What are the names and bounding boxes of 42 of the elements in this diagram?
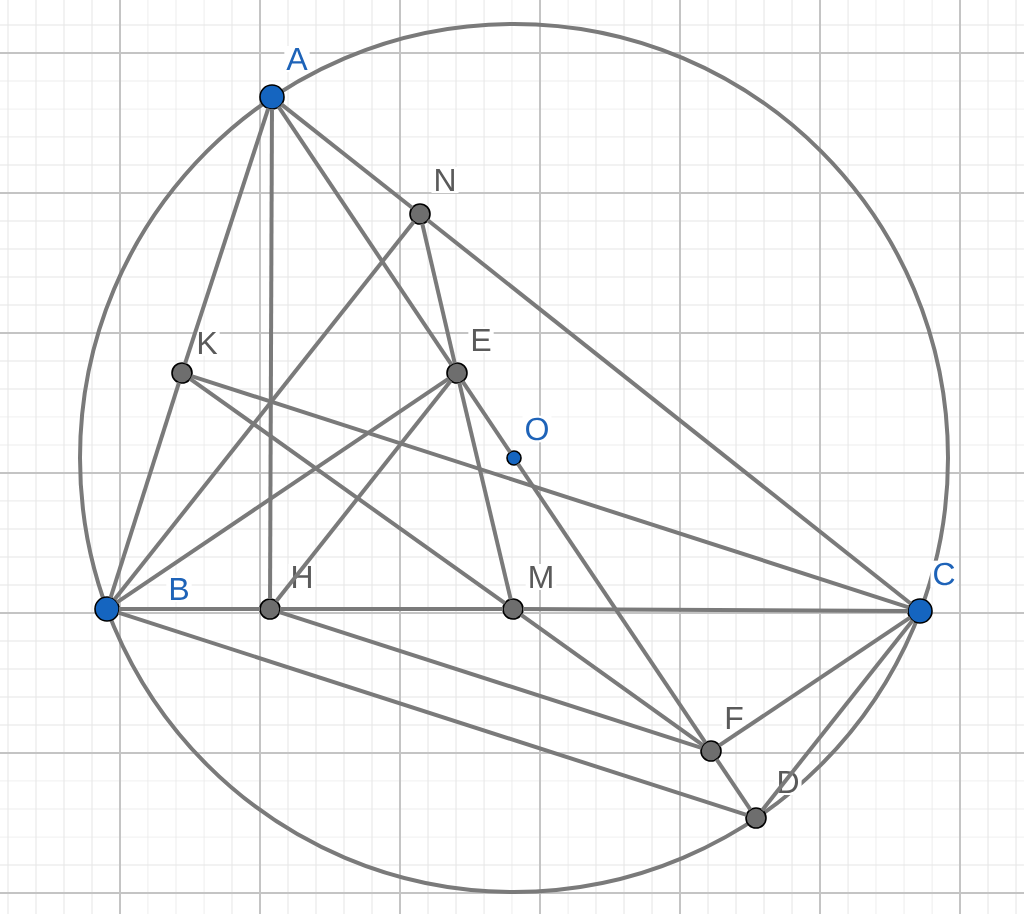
segment [189, 377, 507, 605]
node-label: M [530, 565, 552, 588]
segment [277, 105, 454, 366]
segment [519, 613, 705, 747]
node-label: C [934, 562, 955, 586]
point: B [94, 576, 192, 622]
segment [115, 376, 450, 604]
segment [108, 381, 181, 599]
node-label: E [472, 328, 491, 351]
point: M [502, 564, 557, 620]
segment [457, 382, 513, 600]
segment [268, 109, 274, 599]
point: F [700, 705, 746, 762]
node-label: K [198, 331, 218, 354]
segment [112, 220, 416, 601]
segment [523, 607, 908, 613]
point: O [506, 415, 552, 466]
segment [117, 610, 748, 817]
segment [718, 616, 912, 748]
node-label: N [436, 168, 454, 191]
point: E [446, 327, 494, 384]
segment [278, 610, 703, 750]
segment [280, 607, 503, 611]
segment [274, 379, 453, 603]
point: N [409, 167, 459, 225]
point: K [171, 330, 220, 384]
segment [460, 380, 512, 454]
node-label: O [526, 417, 548, 441]
segment [420, 223, 457, 364]
node-label: B [170, 577, 188, 600]
node-label: A [286, 47, 308, 70]
segment [190, 374, 910, 610]
segment [426, 218, 912, 606]
segment [714, 758, 753, 811]
point: C [907, 560, 958, 624]
segment [119, 607, 260, 611]
segment [280, 102, 414, 210]
segment [516, 462, 708, 744]
point: A [259, 46, 310, 110]
segment [183, 107, 271, 365]
node-label: F [726, 706, 743, 730]
segment [760, 619, 915, 812]
